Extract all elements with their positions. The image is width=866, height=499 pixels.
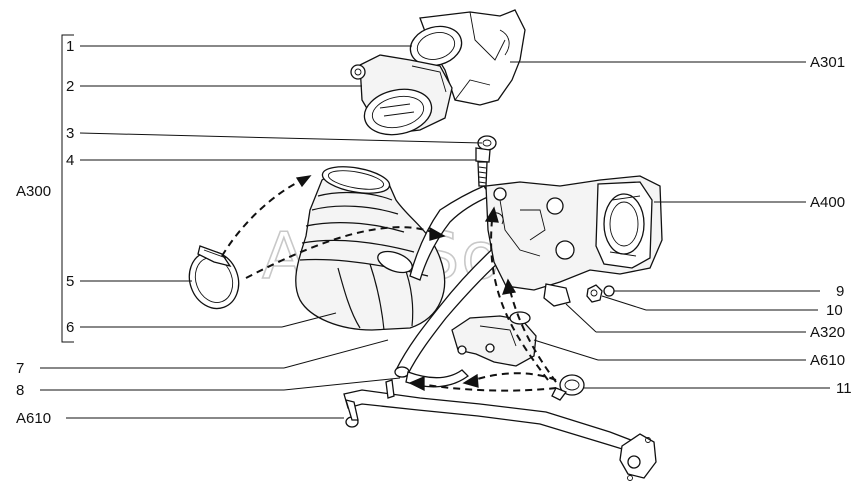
washer-part-9 <box>603 285 615 297</box>
label-part-6: 6 <box>66 319 74 336</box>
label-part-3: 3 <box>66 125 74 142</box>
label-a610-left: A610 <box>16 410 51 427</box>
a300-bracket <box>61 34 74 343</box>
coolant-housing-a610 <box>451 311 537 367</box>
hose-clamp-part-5 <box>188 245 240 310</box>
hose-part-7 <box>409 185 491 281</box>
label-part-5: 5 <box>66 273 74 290</box>
label-a610-right: A610 <box>810 352 845 369</box>
label-part-4: 4 <box>66 152 74 169</box>
gasket-ring-part-1 <box>409 25 463 67</box>
label-part-7: 7 <box>16 360 24 377</box>
leader-lines-right <box>510 61 830 389</box>
bolt-part-4 <box>475 147 491 187</box>
labels-right: A301 A400 9 10 A320 A610 11 <box>810 54 852 397</box>
label-part-1: 1 <box>66 38 74 55</box>
label-part-8: 8 <box>16 382 24 399</box>
small-clamp-part-11 <box>551 374 585 401</box>
label-a320: A320 <box>810 324 845 341</box>
leader-lines-left <box>40 45 483 419</box>
label-a301: A301 <box>810 54 845 71</box>
label-part-2: 2 <box>66 78 74 95</box>
label-a400: A400 <box>810 194 845 211</box>
label-part-10: 10 <box>826 302 843 319</box>
label-a300: A300 <box>16 183 51 200</box>
labels-left: 1 2 3 4 A300 5 6 7 8 A610 <box>16 38 74 427</box>
throttle-body-a400 <box>485 175 663 307</box>
coolant-pipe-a610 <box>343 379 657 481</box>
nut-part-10 <box>586 284 603 303</box>
assembly-arrows <box>221 175 557 392</box>
label-part-11: 11 <box>836 380 852 397</box>
intake-housing-part-2 <box>350 54 453 136</box>
intake-hose-part-6 <box>295 166 446 331</box>
label-part-9: 9 <box>836 283 844 300</box>
